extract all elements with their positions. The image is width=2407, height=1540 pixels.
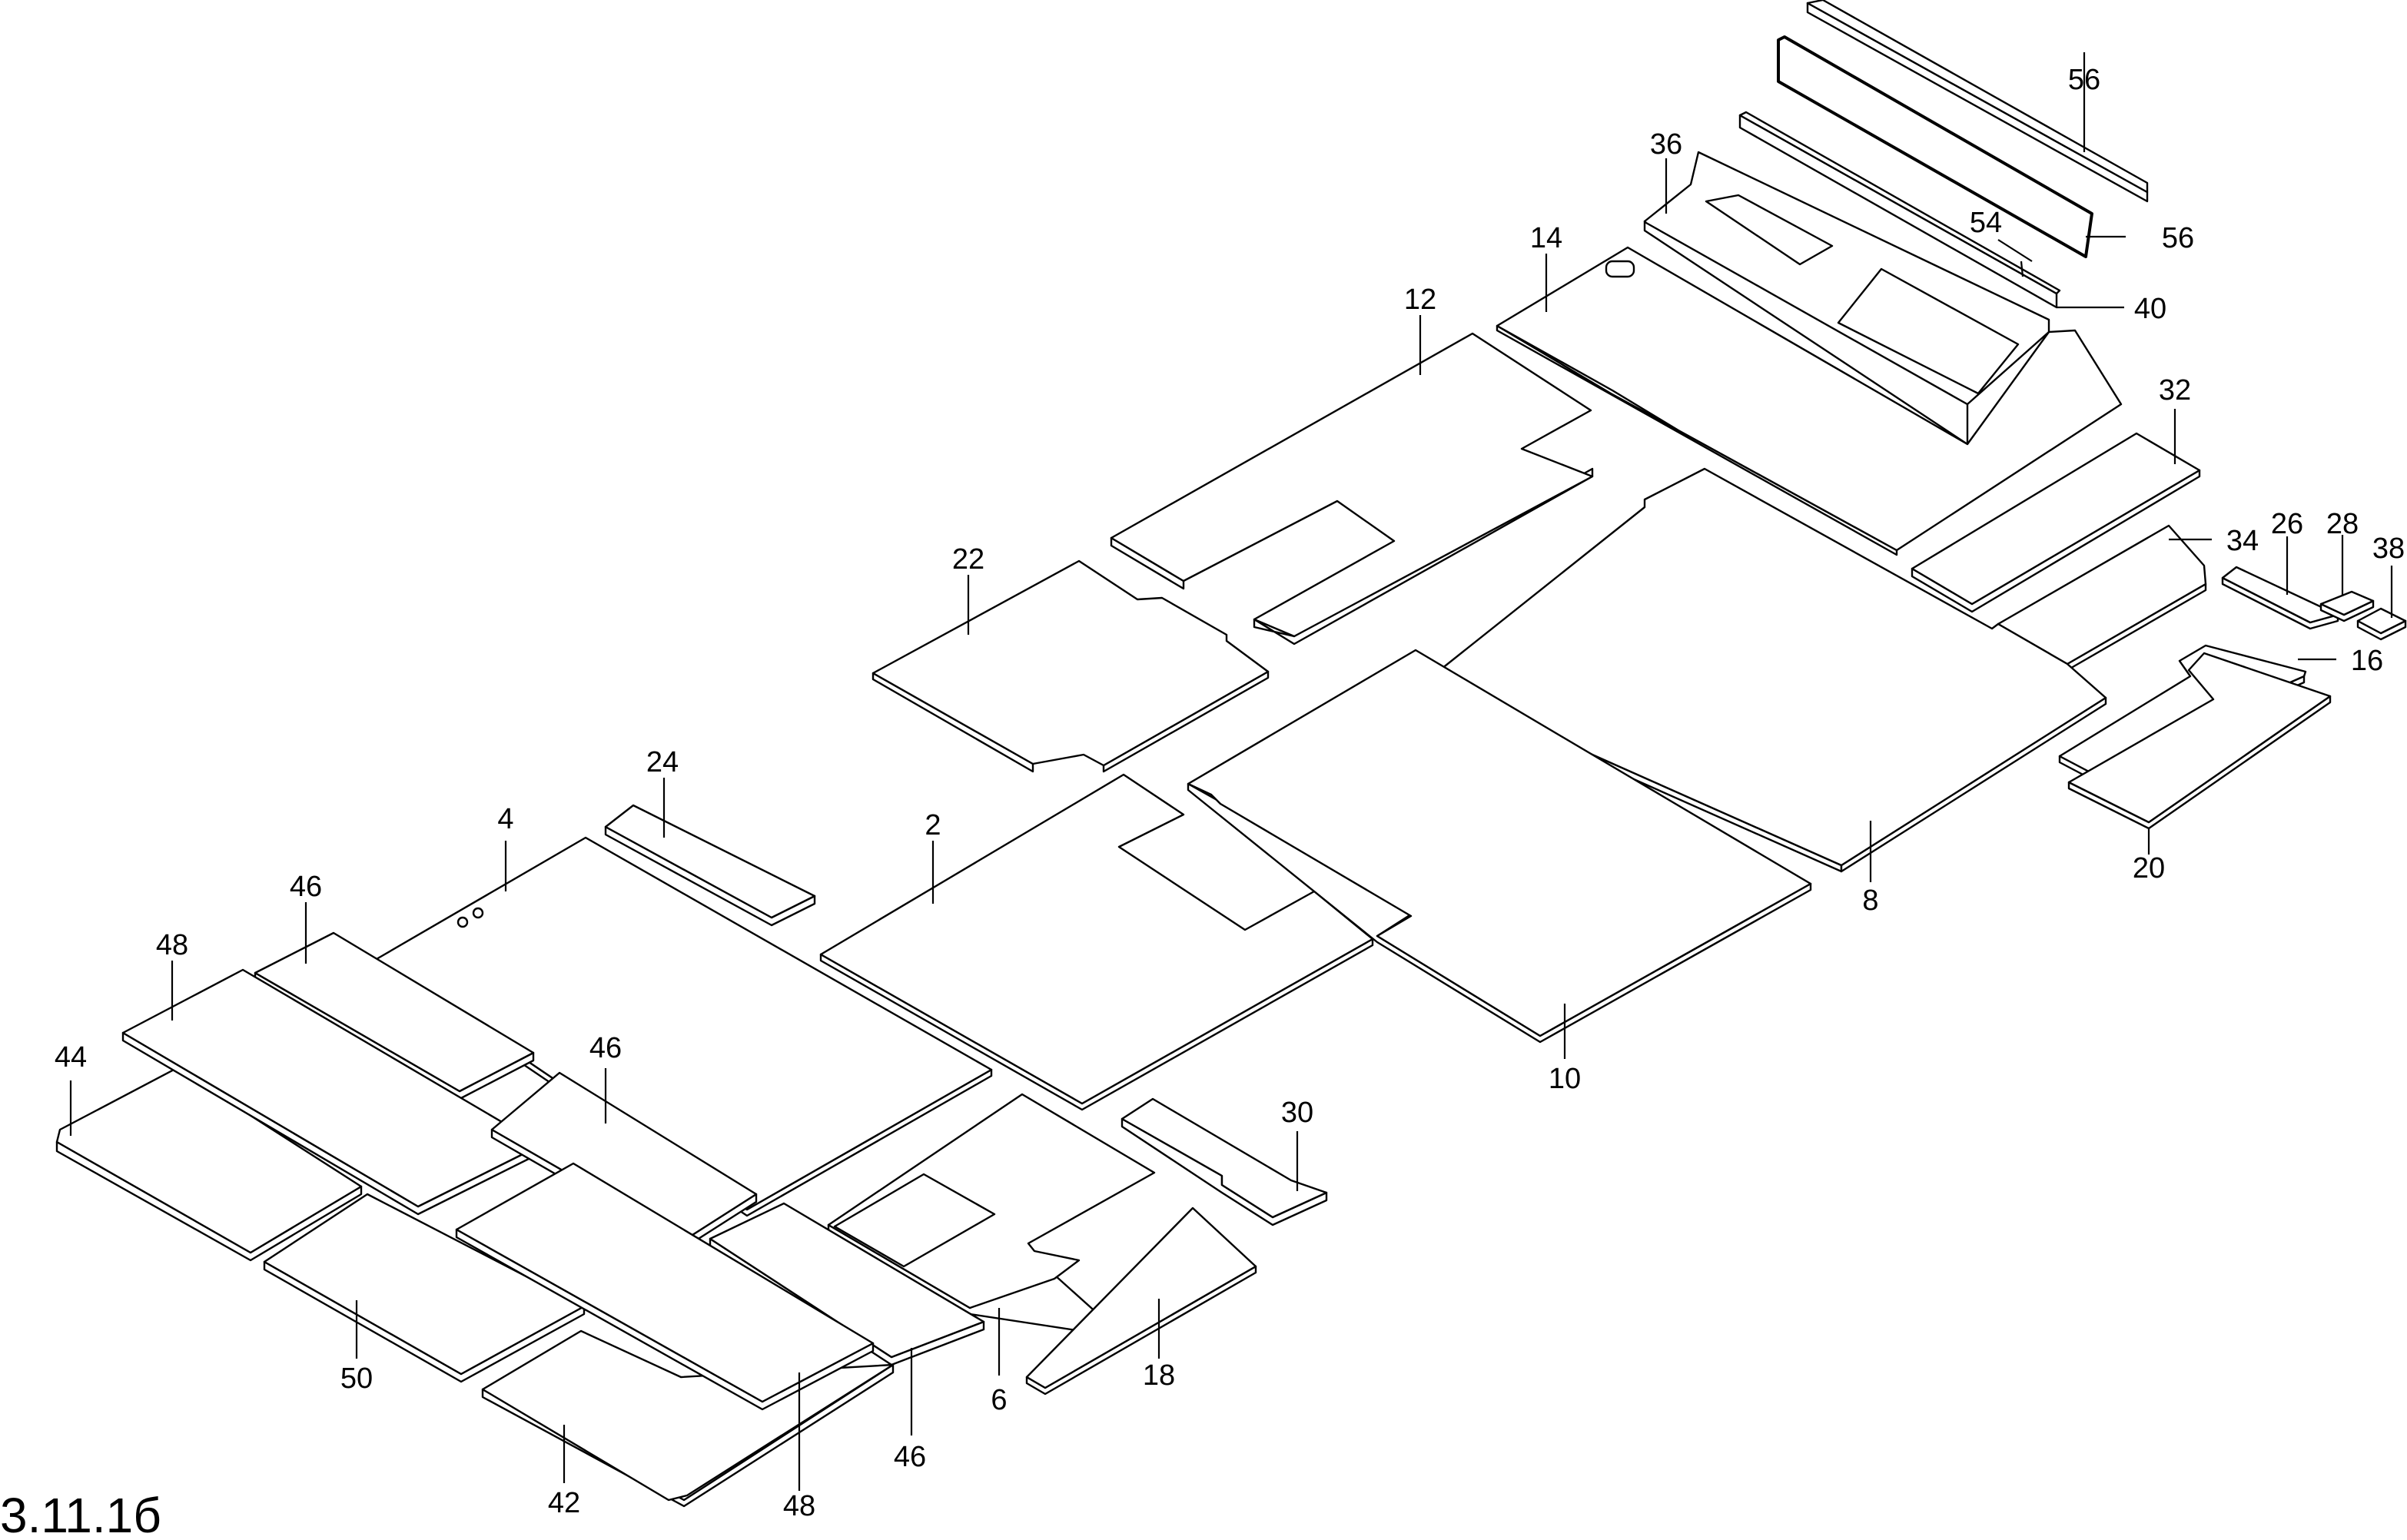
panel-48-lower bbox=[455, 1162, 875, 1411]
panel-56-lower bbox=[1777, 35, 2093, 258]
callout-48-lower: 48 bbox=[783, 1490, 815, 1522]
callout-14: 14 bbox=[1530, 222, 1562, 254]
callout-4: 4 bbox=[497, 803, 513, 835]
callout-18: 18 bbox=[1143, 1359, 1175, 1392]
callout-22: 22 bbox=[952, 543, 984, 576]
callout-16: 16 bbox=[2351, 645, 2383, 677]
callout-36: 36 bbox=[1650, 128, 1682, 161]
callout-34: 34 bbox=[2226, 525, 2259, 557]
callout-10: 10 bbox=[1549, 1063, 1581, 1095]
callout-32: 32 bbox=[2159, 374, 2191, 407]
callout-26: 26 bbox=[2271, 508, 2303, 540]
callout-30: 30 bbox=[1281, 1097, 1313, 1129]
callout-50: 50 bbox=[340, 1362, 373, 1395]
callout-46-upper: 46 bbox=[290, 871, 322, 903]
callout-44: 44 bbox=[55, 1041, 87, 1074]
callout-24: 24 bbox=[646, 746, 679, 778]
panel-30 bbox=[1120, 1097, 1328, 1226]
panel-28 bbox=[2319, 590, 2375, 622]
panel-36-frame bbox=[1643, 151, 2050, 446]
panel-32 bbox=[1911, 432, 2201, 613]
callout-6: 6 bbox=[991, 1384, 1007, 1416]
callout-8: 8 bbox=[1862, 885, 1878, 917]
callout-20: 20 bbox=[2133, 852, 2165, 885]
panel-22 bbox=[872, 559, 1270, 773]
panel-26 bbox=[2221, 566, 2339, 630]
callout-42: 42 bbox=[548, 1487, 580, 1519]
panel-38 bbox=[2356, 607, 2407, 641]
callout-46-middle: 46 bbox=[589, 1032, 622, 1064]
panel-2 bbox=[819, 773, 1374, 1111]
callout-38: 38 bbox=[2372, 533, 2405, 565]
callout-40: 40 bbox=[2134, 293, 2166, 325]
callout-labels: 56 56 36 54 40 14 12 32 34 26 28 38 16 2… bbox=[55, 64, 2405, 1522]
panel-18 bbox=[1025, 1206, 1257, 1396]
figure-label: 3.11.1б bbox=[0, 1488, 161, 1540]
callout-54: 54 bbox=[1970, 207, 2002, 239]
callout-28: 28 bbox=[2326, 508, 2359, 540]
leader-lines bbox=[69, 52, 2393, 1491]
callout-48-upper: 48 bbox=[156, 929, 188, 961]
panel-56-top bbox=[1806, 0, 2149, 203]
callout-2: 2 bbox=[925, 809, 941, 841]
callout-12: 12 bbox=[1404, 284, 1436, 316]
callout-46-lower: 46 bbox=[894, 1441, 926, 1473]
panel-10 bbox=[1187, 649, 1812, 1044]
panel-14 bbox=[1496, 246, 2123, 556]
panel-24 bbox=[604, 804, 816, 927]
panel-20 bbox=[2067, 652, 2332, 830]
panel-12 bbox=[1110, 332, 1594, 646]
callout-56-lower: 56 bbox=[2162, 222, 2194, 254]
callout-56-top: 56 bbox=[2068, 64, 2100, 96]
panel-6 bbox=[827, 1093, 1156, 1334]
